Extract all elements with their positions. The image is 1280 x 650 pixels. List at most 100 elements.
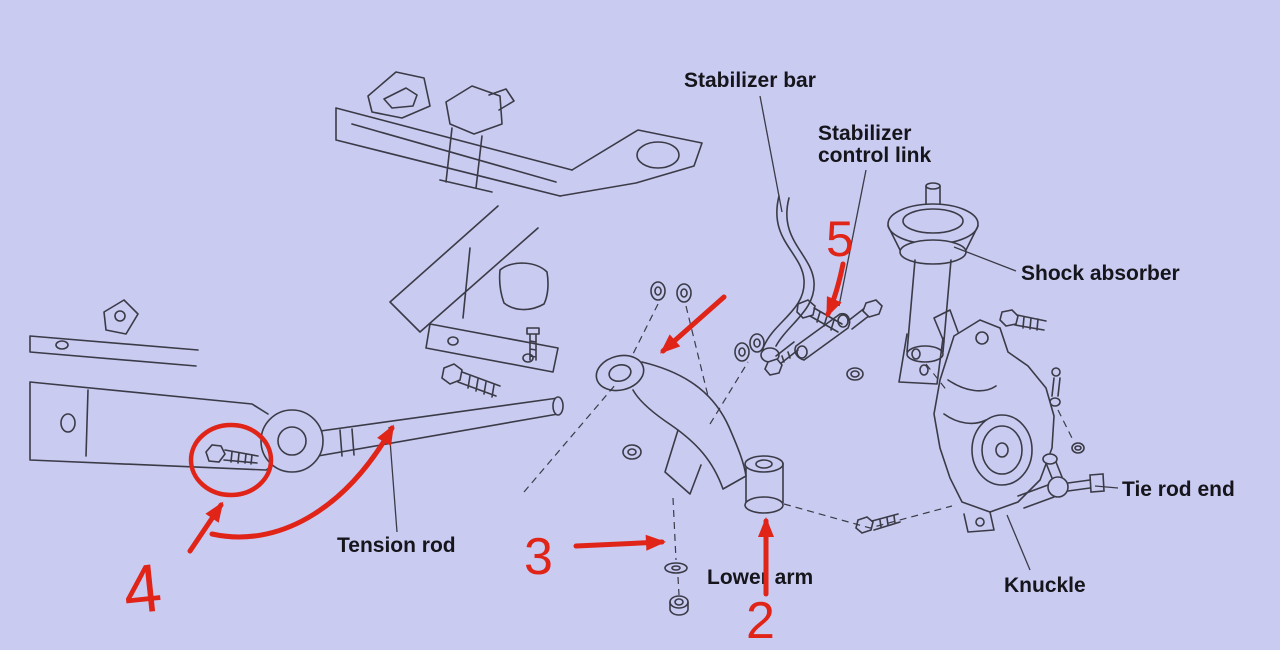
link-bolt-drawing [796,299,843,333]
tie-rod-shaft [1067,479,1091,492]
lower-arm-body [632,361,747,490]
lower-arm-drawing [595,354,784,514]
strut-body-bottom [906,345,944,363]
tie-rod-end-label: Tie rod end [1122,478,1235,501]
knuckle-steering-arm [1017,484,1055,509]
diagram-labels: Stabilizer bar Stabilizer control link S… [337,69,1235,597]
subframe-mount-plate [425,323,559,373]
leader-lines [388,95,1119,571]
strut-seat-sides [887,225,979,251]
subframe-diagonal-braces [389,205,539,333]
tension-rod-bolt-head [205,444,226,463]
subframe-rail-tab [103,299,139,335]
tie-rod-stud [1045,461,1063,479]
knuckle-tab-hole [975,517,985,527]
long-bolt-drawing [441,363,501,398]
dashed-washer-to-arm [685,305,709,397]
leader-stabilizer-bar [759,95,783,213]
dashed-strut-to-knuckle [925,363,949,393]
red-swoosh-to-tension-rod [209,424,395,540]
stabilizer-bar-drawing [760,195,815,363]
strut-bracket-hole-2 [919,364,929,376]
subframe-eye-hole [636,141,680,169]
long-bolt-head [441,363,463,385]
link-bolt-shaft [809,307,843,333]
tension-rod-bushing-inner [277,426,307,456]
knuckle-ribs [943,379,997,425]
pivot-nut-drawing [622,444,642,460]
red-annotations: 4 3 2 5 [120,211,854,650]
stabilizer-control-link-label-line1: Stabilizer [818,122,911,145]
dashed-arm-to-nut [672,497,680,596]
tie-rod-end-drawing [1042,453,1105,498]
lower-washer-body [664,562,688,574]
tension-rod-bushing-drawing [260,409,324,473]
strut-body [906,259,952,353]
long-bolt-shaft [457,371,501,398]
lower-nut-drawing [669,595,689,616]
control-link-washer-right-hole [753,338,761,348]
subframe-drawing [29,71,703,471]
stud-shaft [1051,377,1061,397]
red-circle-bolt-highlight [188,422,274,498]
control-link-stud-lower-head [764,358,783,376]
tension-rod-bolt-drawing [205,444,259,465]
lower-washer-hole [671,565,681,571]
tension-rod-bolt-shaft [223,449,259,464]
stud-washer [1071,442,1085,454]
shock-absorber-drawing [887,182,979,385]
subframe-plate-hole-right [522,353,534,363]
leader-knuckle [1006,514,1031,571]
knuckle-bottom-tab [963,511,995,533]
red-arrow-marker-3 [573,534,666,551]
strut-rod-cap [925,182,941,190]
strut-spring-seat-inner [902,208,964,234]
knuckle-ear-hole [975,331,989,345]
control-link-stud-upper-head [862,299,883,318]
grommet-washer-right [676,283,692,303]
dashed-balljoint-to-knuckle [783,503,953,529]
red-number-5: 5 [826,211,854,267]
subframe-left-rail [29,335,199,367]
stabilizer-bar-label: Stabilizer bar [684,69,816,92]
subframe-lower-beam-hole [60,413,76,433]
lower-nut-hole [674,598,684,606]
red-arrow-lower-arm-pivot [660,294,727,354]
stud-washer-hole [1074,445,1082,451]
stud-and-nut-drawing [1049,367,1085,454]
subframe-bracket-right [445,85,515,135]
leader-shock-absorber [953,246,1017,272]
tension-rod-end-cap [552,396,564,416]
small-bolt-body [526,327,540,361]
control-link-bushing-upper [837,314,849,328]
grommet-washers-drawing [650,281,692,303]
grommet-washer-left [650,281,666,301]
subframe-lower-beam [29,381,273,471]
lower-arm-bushing-inner [608,363,632,383]
red-number-2: 2 [746,592,775,650]
knuckle-drawing [933,309,1055,533]
stabilizer-control-link-drawing [734,299,883,381]
control-link-stud-lower [775,341,799,365]
grommet-washer-left-hole [654,286,662,296]
strut-bolt-head [999,309,1019,327]
shock-absorber-label: Shock absorber [1021,262,1180,285]
red-arrow-marker-5 [825,261,846,318]
subframe-end-plate [559,129,703,197]
small-bolt-drawing [526,327,540,361]
tie-rod-hex [1089,473,1105,493]
strut-bolt-shaft [1014,314,1047,331]
ball-joint-cylinder [745,462,784,507]
lower-nut-body [669,595,689,609]
strut-bracket [898,333,944,385]
assembly-dashed-lines [523,303,1075,596]
control-link-nut-hole [850,370,860,378]
strut-seat-bottom [899,239,967,265]
knuckle-bolt-head [855,516,874,534]
tie-rod-stud-nut [1042,453,1058,465]
control-link-bushing-lower [796,345,808,359]
ball-joint-bushing-top-hole [755,459,773,469]
tension-rod-collars [339,428,355,457]
